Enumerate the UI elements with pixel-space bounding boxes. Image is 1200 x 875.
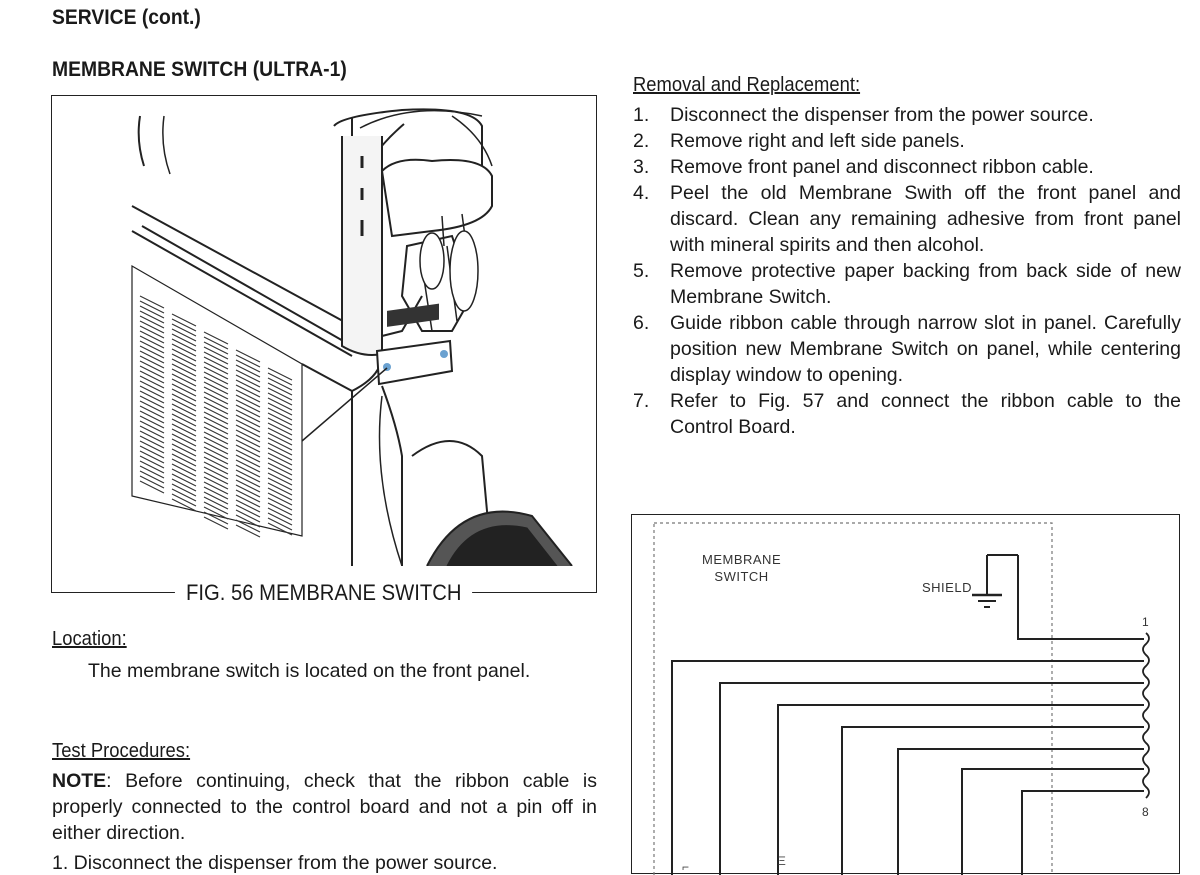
removal-step: 5.Remove protective paper backing from b… bbox=[633, 260, 1181, 308]
subsection-title: MEMBRANE SWITCH (ULTRA-1) bbox=[52, 58, 347, 81]
removal-step: 6.Guide ribbon cable through narrow slot… bbox=[633, 312, 1181, 386]
svg-text:Ξ: Ξ bbox=[778, 854, 786, 868]
note-text: : Before continuing, check that the ribb… bbox=[52, 770, 597, 844]
svg-text:⌐: ⌐ bbox=[682, 860, 689, 874]
location-heading: Location: bbox=[52, 628, 127, 650]
removal-step: 7.Refer to Fig. 57 and connect the ribbo… bbox=[633, 390, 1181, 438]
figure-56: FIG. 56 MEMBRANE SWITCH bbox=[51, 95, 597, 606]
shield-label: SHIELD bbox=[922, 580, 972, 595]
membrane-switch-panel bbox=[375, 339, 454, 386]
membrane-switch-label: MEMBRANE SWITCH bbox=[702, 552, 782, 584]
figure-57-wiring-diagram: ⌐ Ξ MEMBRANE SWITCH SHIELD 1 8 bbox=[631, 514, 1180, 875]
pin-1-label: 1 bbox=[1142, 615, 1149, 629]
vent-grille bbox=[139, 295, 293, 538]
pin-8-label: 8 bbox=[1142, 805, 1149, 819]
test-step-1-partial: 1. Disconnect the dispenser from the pow… bbox=[52, 852, 498, 874]
figure-56-caption: FIG. 56 MEMBRANE SWITCH bbox=[175, 580, 473, 606]
removal-step: 3.Remove front panel and disconnect ribb… bbox=[633, 156, 1094, 178]
wiring-diagram: ⌐ Ξ bbox=[653, 522, 1150, 875]
note-label: NOTE bbox=[52, 770, 107, 792]
removal-heading: Removal and Replacement: bbox=[633, 74, 861, 96]
test-procedures-heading: Test Procedures: bbox=[52, 740, 191, 762]
removal-step: 2.Remove right and left side panels. bbox=[633, 130, 965, 152]
removal-step: 1.Disconnect the dispenser from the powe… bbox=[633, 104, 1094, 126]
removal-step: 4.Peel the old Membrane Swith off the fr… bbox=[633, 182, 1181, 256]
section-title: SERVICE (cont.) bbox=[52, 6, 201, 29]
location-text: The membrane switch is located on the fr… bbox=[88, 660, 531, 682]
removal-steps: 1.Disconnect the dispenser from the powe… bbox=[633, 102, 1181, 440]
test-procedures-note: NOTE: Before continuing, check that the … bbox=[52, 768, 597, 846]
dispenser-illustration bbox=[131, 108, 573, 566]
